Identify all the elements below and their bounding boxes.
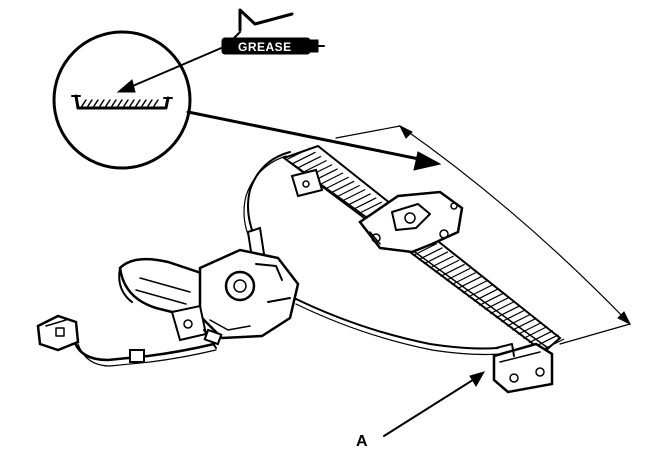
rail-hatch-line	[346, 193, 371, 207]
rail-hatch-line	[335, 184, 360, 198]
rail-hatch-line	[495, 305, 521, 319]
rail-hatch-line	[501, 309, 526, 323]
detail-pointer-arrow	[186, 110, 442, 171]
grease-tube-icon: GREASE	[221, 8, 325, 55]
rail-hatch-line	[490, 301, 515, 315]
glass-carriage-bracket	[358, 190, 464, 254]
lower-bracket-a	[492, 342, 554, 394]
rail-hatch-line	[451, 272, 476, 286]
rail-dimension-line	[335, 124, 632, 345]
rail-hatch-line	[324, 176, 349, 190]
grease-hatch-detail	[81, 99, 159, 107]
rail-hatch-line	[429, 255, 454, 269]
rail-hatch-line	[340, 188, 366, 203]
rail-hatch-line	[418, 247, 443, 261]
detail-magnifier-circle	[52, 30, 192, 170]
rail-hatch-line	[517, 321, 543, 335]
rail-hatch-line	[528, 330, 554, 344]
rail-hatch-line	[302, 159, 327, 174]
rail-hatch-line	[462, 280, 487, 294]
rail-hatch-line	[285, 147, 311, 161]
rail-hatch-line	[506, 313, 532, 327]
rail-hatch-line	[296, 155, 322, 169]
rail-hatch-line	[423, 251, 449, 265]
rail-hatch-line	[479, 292, 504, 306]
regulator-motor	[118, 248, 300, 349]
grease-tag: GREASE	[238, 40, 292, 54]
rail-hatch-line	[357, 201, 383, 215]
rail-hatch-line	[434, 259, 460, 273]
wiring-harness	[36, 314, 217, 367]
upper-bracket	[290, 168, 324, 198]
rail-hatch-line	[318, 172, 344, 186]
regulator-rail	[281, 144, 565, 354]
regulator-cables	[243, 151, 501, 356]
rail-hatch-line	[523, 325, 548, 340]
rail-hatch-line	[456, 276, 482, 290]
rail-hatch-line	[291, 151, 316, 165]
part-a-callout: A	[356, 371, 486, 450]
rail-hatch-line	[412, 242, 438, 257]
rail-hatch-line	[484, 296, 510, 311]
rail-hatch-line	[440, 263, 465, 277]
rail-hatch-line	[352, 197, 377, 211]
rail-hatch-line	[445, 267, 471, 281]
grease-pointer-arrow	[116, 45, 227, 93]
rail-hatch-line	[329, 180, 355, 194]
part-a-label: A	[356, 433, 368, 450]
rail-hatch-line	[467, 284, 493, 298]
harness-connector	[36, 314, 80, 352]
rail-hatch-line	[473, 288, 498, 302]
rail-hatch-line	[512, 317, 537, 331]
